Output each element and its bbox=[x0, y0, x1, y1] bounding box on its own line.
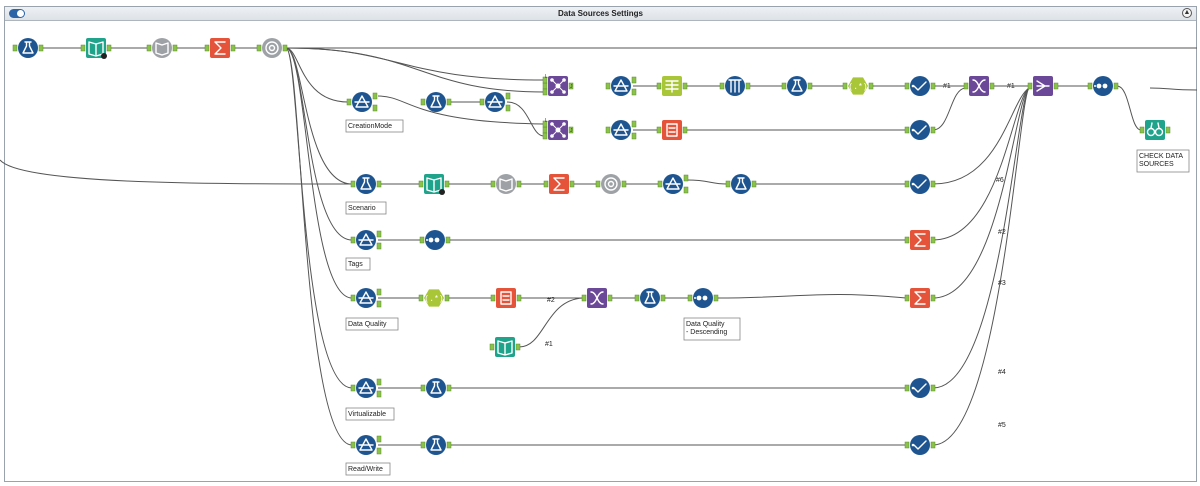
tool-green-table[interactable] bbox=[656, 76, 688, 96]
tool-filter[interactable]: TF bbox=[346, 92, 378, 112]
tool-filter[interactable]: TF bbox=[605, 120, 637, 140]
tool-filter[interactable]: TF bbox=[350, 230, 382, 250]
tool-select-gray[interactable] bbox=[490, 174, 522, 194]
svg-text:L: L bbox=[545, 74, 548, 80]
connection-label: #1 bbox=[943, 83, 951, 90]
svg-text:L: L bbox=[545, 118, 548, 124]
connection-label: #2 bbox=[547, 297, 555, 304]
annotation-text: Tags bbox=[348, 261, 363, 268]
tool-teal-book[interactable] bbox=[489, 337, 521, 357]
annotation-text: Data Quality bbox=[348, 321, 387, 328]
tool-union-input[interactable] bbox=[80, 38, 112, 59]
tool-filter[interactable]: TF bbox=[350, 288, 382, 308]
annotation-6: Read/Write bbox=[345, 462, 391, 476]
connection-label: #2 bbox=[998, 229, 1006, 236]
annotation-text: Virtualizable bbox=[348, 411, 386, 418]
svg-text:J: J bbox=[570, 84, 573, 90]
annotation-2: Tags bbox=[345, 257, 371, 271]
tool-formula[interactable] bbox=[420, 378, 452, 398]
annotation-4: Data Quality- Descending bbox=[683, 317, 741, 341]
annotation-text: Data Quality- Descending bbox=[686, 321, 727, 336]
tool-formula[interactable] bbox=[12, 38, 44, 58]
tool-filter[interactable]: TF bbox=[605, 76, 637, 96]
annotation-text: Scenario bbox=[348, 205, 376, 212]
tool-orange-doc[interactable] bbox=[490, 288, 522, 308]
tool-gray-gear[interactable] bbox=[256, 38, 288, 58]
annotation-text: Read/Write bbox=[348, 466, 383, 473]
annotation-0: CreationMode bbox=[345, 119, 404, 133]
connection-label: #5 bbox=[998, 422, 1006, 429]
tool-select[interactable] bbox=[904, 435, 936, 455]
tool-select[interactable] bbox=[904, 120, 936, 140]
tool-green-hex[interactable]: (.*) bbox=[842, 77, 874, 95]
connection-label: #3 bbox=[998, 280, 1006, 287]
connection-label: #1 bbox=[545, 341, 553, 348]
tool-filter[interactable]: TF bbox=[350, 378, 382, 398]
tool-nodes[interactable]: TFTFLJTF(.*)LJTFTFTFTF(.*)TFTF bbox=[12, 38, 1171, 455]
tool-dots[interactable] bbox=[419, 230, 451, 250]
annotation-5: Virtualizable bbox=[345, 407, 395, 421]
tool-union[interactable] bbox=[1027, 76, 1059, 96]
tool-summarize[interactable] bbox=[204, 38, 236, 58]
tool-teal-browse[interactable] bbox=[1139, 120, 1171, 140]
container-title: Data Sources Settings bbox=[558, 9, 643, 18]
svg-text:(.*): (.*) bbox=[848, 83, 867, 92]
tool-formula[interactable] bbox=[350, 174, 382, 194]
tool-green-hex[interactable]: (.*) bbox=[418, 289, 450, 307]
tool-summarize[interactable] bbox=[904, 288, 936, 308]
tool-summarize[interactable] bbox=[543, 174, 575, 194]
connection-label: #4 bbox=[998, 369, 1006, 376]
tool-select[interactable] bbox=[904, 76, 936, 96]
annotation-text: CreationMode bbox=[348, 123, 392, 130]
annotation-3: Data Quality bbox=[345, 317, 399, 331]
tool-purple-dna[interactable] bbox=[963, 76, 995, 96]
connection-label: #1 bbox=[1007, 83, 1015, 90]
tool-formula[interactable] bbox=[420, 435, 452, 455]
connection-wires bbox=[0, 47, 1198, 446]
annotation-1: Scenario bbox=[345, 201, 387, 215]
tool-filter[interactable]: TF bbox=[350, 435, 382, 455]
tool-join[interactable]: LJ bbox=[542, 74, 574, 96]
container-toggle[interactable] bbox=[9, 9, 25, 18]
tool-formula[interactable] bbox=[725, 174, 757, 194]
container-titlebar[interactable]: Data Sources Settings ▲ bbox=[5, 7, 1196, 21]
tool-select[interactable] bbox=[904, 378, 936, 398]
svg-text:(.*): (.*) bbox=[424, 295, 443, 304]
connection-label: #6 bbox=[996, 177, 1004, 184]
tool-formula[interactable] bbox=[781, 76, 813, 96]
tool-orange-doc[interactable] bbox=[656, 120, 688, 140]
connection-labels: #1 #1 #6 #2 #3 #4 #5 #2 #1 bbox=[545, 83, 1015, 429]
tool-join[interactable]: LJ bbox=[542, 118, 574, 140]
tool-dots[interactable] bbox=[687, 288, 719, 308]
tool-union-input[interactable] bbox=[418, 174, 450, 195]
tool-formula[interactable] bbox=[420, 92, 452, 112]
tool-select[interactable] bbox=[904, 174, 936, 194]
tool-purple-dna[interactable] bbox=[581, 288, 613, 308]
tool-filter[interactable]: TF bbox=[479, 92, 511, 112]
tool-dots[interactable] bbox=[1087, 76, 1119, 96]
tool-filter[interactable]: TF bbox=[657, 174, 689, 194]
tool-select-gray[interactable] bbox=[146, 38, 178, 58]
svg-text:J: J bbox=[570, 128, 573, 134]
tool-container[interactable]: Data Sources Settings ▲ bbox=[4, 6, 1197, 482]
tool-formula[interactable] bbox=[634, 288, 666, 308]
tool-summarize[interactable] bbox=[904, 230, 936, 250]
tool-blue-tubes[interactable] bbox=[719, 76, 751, 96]
tool-gray-gear[interactable] bbox=[595, 174, 627, 194]
collapse-icon[interactable]: ▲ bbox=[1182, 8, 1192, 18]
